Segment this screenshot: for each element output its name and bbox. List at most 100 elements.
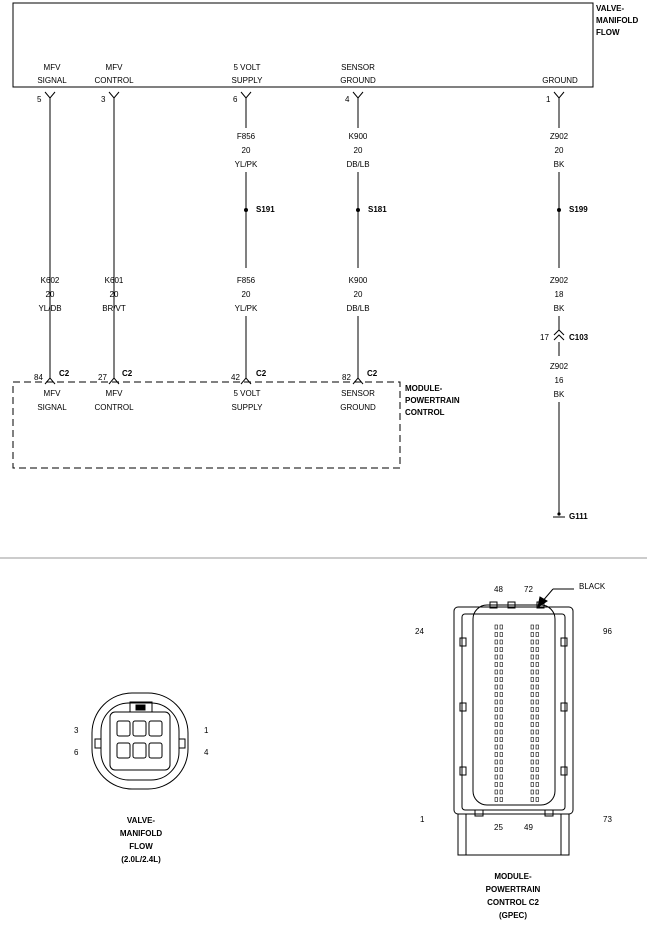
pcm-pin-number: 27 xyxy=(98,373,107,382)
pin-cavity xyxy=(530,729,534,735)
pin-cavity xyxy=(535,797,539,802)
pin-cavity xyxy=(494,654,498,660)
pin-cavity xyxy=(530,714,534,720)
mfv-pin-label: 6 xyxy=(74,748,79,757)
pin-cavity xyxy=(499,789,503,795)
pcm-connector-pin: 25 xyxy=(494,823,503,832)
pin-number: 3 xyxy=(101,95,106,104)
mfv-pin-label: 1 xyxy=(204,726,209,735)
pcm-connector-caption: CONTROL C2 xyxy=(487,898,539,907)
pin-cavity xyxy=(494,797,498,802)
wire-gauge: 20 xyxy=(353,290,363,299)
pin-cavity xyxy=(535,677,539,682)
pcm-connector-caption: MODULE- xyxy=(494,872,532,881)
mfv-caption: (2.0L/2.4L) xyxy=(121,855,161,864)
pin-cavity xyxy=(535,774,539,780)
pin-cavity xyxy=(535,789,539,795)
pin-cavity xyxy=(535,759,539,765)
pcm-pin-label: CONTROL xyxy=(94,403,134,412)
pin-cavity xyxy=(499,692,503,697)
pcm-connector-pin: 96 xyxy=(603,627,612,636)
pin-cavity xyxy=(499,759,503,765)
pcm-pin-label: SENSOR xyxy=(341,389,375,398)
pin-cavity xyxy=(535,662,539,667)
pin-cavity xyxy=(499,647,503,652)
pin-cavity xyxy=(494,632,498,637)
pin-cavity xyxy=(530,774,534,780)
pin-cavity xyxy=(494,669,498,675)
wire-ground xyxy=(553,91,565,514)
wire-mfv-control xyxy=(108,91,120,385)
pin-cavity xyxy=(494,662,498,667)
pcm-connector-id: C2 xyxy=(367,369,378,378)
pin-cavity xyxy=(530,797,534,802)
pin-cavity xyxy=(494,692,498,697)
pin-cavity xyxy=(494,767,498,772)
pin-label: SUPPLY xyxy=(231,76,263,85)
wire-circuit: K900 xyxy=(348,132,368,141)
wire-gauge: 20 xyxy=(353,146,363,155)
wire-color: BR/VT xyxy=(102,304,126,313)
pin-cavity xyxy=(499,744,503,750)
pin-cavity xyxy=(494,624,498,630)
pin-cavity xyxy=(499,782,503,787)
pin-number: 5 xyxy=(37,95,42,104)
pin-cavity xyxy=(494,737,498,742)
pcm-dashed-box xyxy=(12,381,401,469)
pin-cavity xyxy=(499,752,503,757)
pin-cavity xyxy=(535,692,539,697)
pin-number: 1 xyxy=(546,95,551,104)
pin-cavity xyxy=(494,684,498,690)
splice-label: S199 xyxy=(569,205,588,214)
pcm-pin-number: 42 xyxy=(231,373,240,382)
pin-cavity xyxy=(530,707,534,712)
pin-cavity xyxy=(535,744,539,750)
top-component-name-1: VALVE- xyxy=(596,4,625,13)
pcm-connector-caption: (GPEC) xyxy=(499,911,527,920)
pin-cavity xyxy=(499,662,503,667)
pcm-pin-label: MFV xyxy=(43,389,61,398)
pin-cavity xyxy=(535,699,539,705)
wire-mfv-signal xyxy=(44,91,56,385)
pin-cavity xyxy=(499,767,503,772)
wire-circuit: K601 xyxy=(104,276,124,285)
pin-cavity xyxy=(530,632,534,637)
wire-color: DB/LB xyxy=(346,304,370,313)
pin-label: SIGNAL xyxy=(37,76,67,85)
pin-cavity xyxy=(535,737,539,742)
wire-gauge: 20 xyxy=(241,146,251,155)
mfv-pin-label: 4 xyxy=(204,748,209,757)
mfv-pin-label: 3 xyxy=(74,726,79,735)
mfv-caption: FLOW xyxy=(129,842,153,851)
inline-connector-pin: 17 xyxy=(540,333,549,342)
pcm-name-1: MODULE- xyxy=(405,384,443,393)
mfv-connector-face xyxy=(91,692,189,790)
wire-color: YL/PK xyxy=(234,304,258,313)
wire-circuit: Z902 xyxy=(549,276,569,285)
pin-number: 4 xyxy=(345,95,350,104)
pcm-pin-label: SIGNAL xyxy=(37,403,67,412)
splice-label: S191 xyxy=(256,205,275,214)
pcm-connector-id: C2 xyxy=(122,369,133,378)
top-component-name-2: MANIFOLD xyxy=(596,16,639,25)
pcm-connector-color: BLACK xyxy=(579,582,606,591)
pin-cavity xyxy=(535,632,539,637)
wire-color: YL/DB xyxy=(38,304,62,313)
pcm-name-3: CONTROL xyxy=(405,408,445,417)
inline-connector-name: C103 xyxy=(569,333,589,342)
pcm-pin-number: 84 xyxy=(34,373,43,382)
pin-cavity xyxy=(535,647,539,652)
wire-gauge: 20 xyxy=(45,290,55,299)
pin-cavity xyxy=(499,774,503,780)
pcm-pin-label: SUPPLY xyxy=(231,403,263,412)
pin-cavity xyxy=(530,684,534,690)
pcm-connector-pin: 1 xyxy=(420,815,425,824)
mfv-caption: VALVE- xyxy=(126,816,156,825)
pin-label: GROUND xyxy=(542,76,578,85)
wire-gauge: 20 xyxy=(241,290,251,299)
pin-cavity xyxy=(530,647,534,652)
pin-cavity xyxy=(499,707,503,712)
wire-circuit: Z902 xyxy=(549,132,569,141)
pin-label: CONTROL xyxy=(94,76,134,85)
pcm-connector-caption: POWERTRAIN xyxy=(485,885,541,894)
